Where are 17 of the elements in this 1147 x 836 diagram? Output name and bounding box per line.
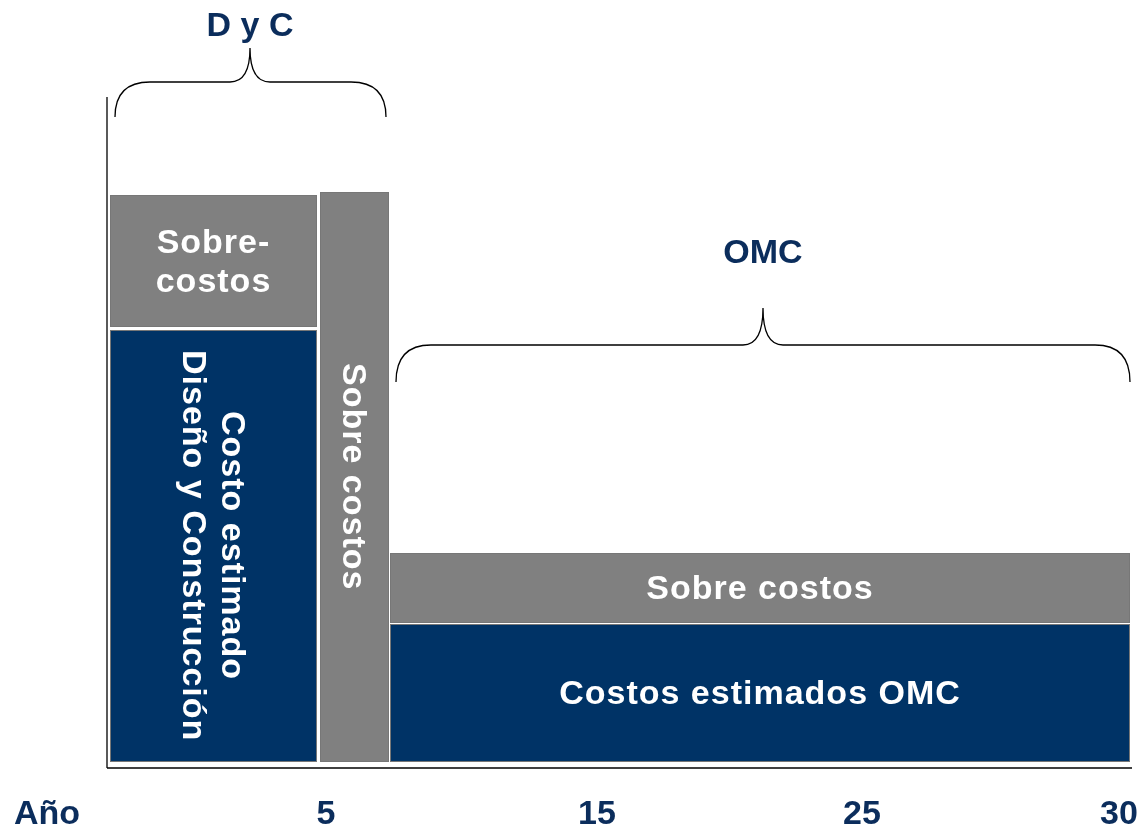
- axis-tick-label: 30: [1100, 793, 1138, 832]
- axis-tick-label: 15: [578, 793, 616, 832]
- cost-block: [110, 195, 317, 327]
- axis-title: Año: [14, 793, 81, 832]
- block-label: Costos estimados OMC: [559, 673, 961, 713]
- block-label: Costo estimado Diseño y Construcción: [174, 350, 253, 742]
- block-label: Sobre costos: [646, 568, 874, 608]
- bracket-label: OMC: [723, 232, 803, 271]
- cost-block: [390, 624, 1130, 762]
- cost-block: [110, 330, 317, 762]
- block-label: Sobre-costos: [154, 221, 273, 301]
- axis-tick-label: 25: [843, 793, 881, 832]
- bracket-label: D y C: [206, 5, 294, 44]
- axis-tick-label: 5: [316, 793, 336, 832]
- block-label: Sobre costos: [335, 363, 375, 591]
- cost-block: [320, 192, 389, 762]
- cost-block: [390, 553, 1130, 623]
